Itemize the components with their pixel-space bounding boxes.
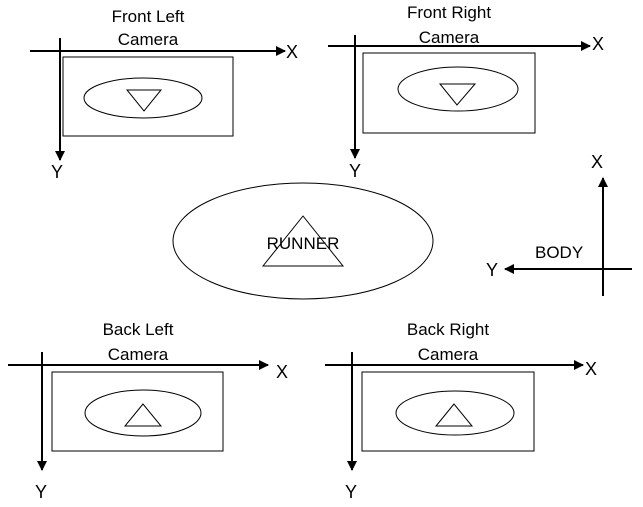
back-left-camera-title-line1: Back Left <box>103 320 174 339</box>
back-right-x-label: X <box>585 359 597 379</box>
front-right-camera-title-line2: Camera <box>419 28 480 47</box>
front-left-y-label: Y <box>51 162 63 182</box>
back-right-camera: Back Right Camera X Y <box>325 320 597 502</box>
front-left-camera-title-line2: Camera <box>118 30 179 49</box>
body-x-label: X <box>591 152 603 172</box>
back-left-lens-ellipse <box>84 389 202 437</box>
front-right-camera: Front Right Camera X Y <box>328 3 604 181</box>
body-label: BODY <box>535 243 583 262</box>
front-left-x-label: X <box>286 42 298 62</box>
front-right-triangle-down <box>438 83 477 106</box>
back-right-image-frame <box>361 371 535 452</box>
back-right-camera-title-line2: Camera <box>418 345 479 364</box>
back-left-y-label: Y <box>35 482 47 502</box>
front-right-lens-ellipse <box>397 66 519 112</box>
body-y-label: Y <box>486 260 498 280</box>
back-left-camera-title-line2: Camera <box>108 345 169 364</box>
front-left-image-frame <box>62 56 234 137</box>
runner-ellipse <box>172 182 434 300</box>
back-right-triangle-up <box>434 403 474 427</box>
front-right-image-frame <box>362 52 536 134</box>
front-left-lens-ellipse <box>83 77 203 119</box>
back-right-y-label: Y <box>345 482 357 502</box>
back-right-lens-ellipse <box>395 390 515 436</box>
runner: RUNNER <box>172 182 434 300</box>
front-right-camera-title-line1: Front Right <box>407 3 491 22</box>
runner-triangle-up <box>261 215 345 267</box>
front-left-camera: Front Left Camera X Y <box>30 7 298 182</box>
front-left-camera-title-line1: Front Left <box>112 7 185 26</box>
front-right-x-label: X <box>592 34 604 54</box>
body-frame: BODY X Y <box>486 152 632 296</box>
back-left-camera: Back Left Camera X Y <box>8 320 288 502</box>
front-right-y-label: Y <box>349 161 361 181</box>
back-left-x-label: X <box>276 362 288 382</box>
back-right-camera-title-line1: Back Right <box>407 320 489 339</box>
back-left-image-frame <box>51 371 224 452</box>
runner-label: RUNNER <box>267 234 340 253</box>
back-left-triangle-up <box>123 403 163 427</box>
front-left-triangle-down <box>125 89 163 112</box>
